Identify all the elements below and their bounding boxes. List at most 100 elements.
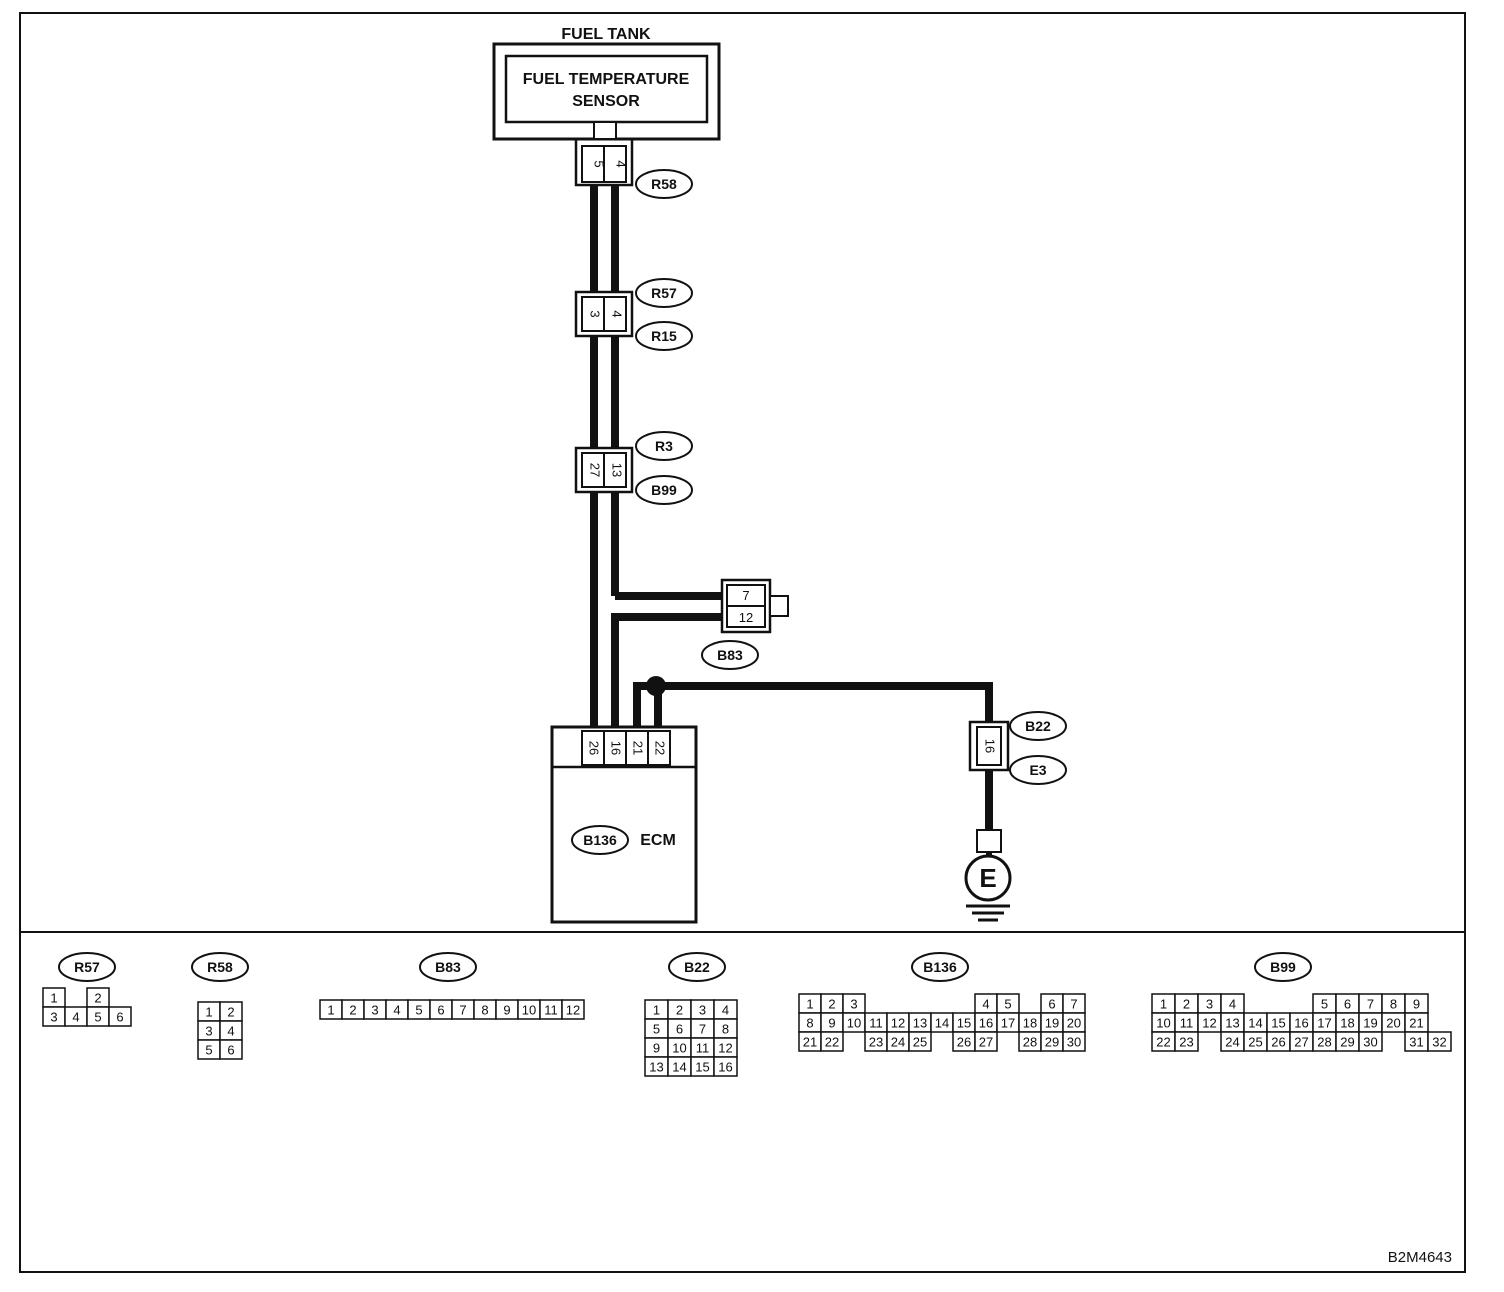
r3-pin-a: 27: [588, 463, 603, 477]
pin-number: 3: [699, 1003, 706, 1018]
pin-number: 26: [957, 1035, 971, 1050]
pin-number: 7: [1070, 997, 1077, 1012]
pin-number: 5: [205, 1043, 212, 1058]
pin-number: 11: [696, 1041, 710, 1056]
pin-number: 31: [1409, 1035, 1423, 1050]
pin-cell: [820, 1031, 844, 1052]
pin-number: 15: [1271, 1016, 1285, 1031]
pin-number: 21: [1409, 1016, 1423, 1031]
figure-id: B2M4643: [1388, 1249, 1452, 1266]
pin-number: 5: [415, 1003, 422, 1018]
pin-number: 7: [459, 1003, 466, 1018]
pin-cell: [561, 999, 585, 1020]
pin-number: 30: [1067, 1035, 1081, 1050]
b22-tag: B22: [1025, 718, 1051, 734]
ecm-connector-tag: B136: [583, 832, 617, 848]
pin-number: 4: [722, 1003, 729, 1018]
r58-pin-a: 5: [592, 160, 607, 167]
pin-number: 21: [803, 1035, 817, 1050]
connector-r3-b99: 27 13 R3 B99: [574, 431, 693, 505]
pin-number: 4: [982, 997, 989, 1012]
face-b99-label: B99: [1270, 959, 1296, 975]
pin-number: 3: [205, 1024, 212, 1039]
face-b136-label: B136: [923, 959, 957, 975]
pin-number: 23: [1179, 1035, 1193, 1050]
ecm: 26 16 21 22 B136 ECM: [550, 725, 698, 924]
pin-number: 2: [227, 1005, 234, 1020]
pin-number: 27: [979, 1035, 993, 1050]
wire-ground-branch: [633, 682, 993, 730]
pin-number: 28: [1023, 1035, 1037, 1050]
pin-cell: [1427, 1031, 1452, 1052]
pin-number: 1: [1160, 997, 1167, 1012]
pin-cell: [219, 1039, 243, 1060]
pin-number: 6: [227, 1043, 234, 1058]
pin-number: 8: [806, 1016, 813, 1031]
r15-tag: R15: [651, 328, 677, 344]
pin-number: 5: [1004, 997, 1011, 1012]
pin-number: 7: [1367, 997, 1374, 1012]
pin-cell: [713, 1056, 738, 1077]
pin-number: 15: [695, 1060, 709, 1075]
pin-number: 27: [1294, 1035, 1308, 1050]
pin-number: 8: [722, 1022, 729, 1037]
pin-number: 16: [1294, 1016, 1308, 1031]
face-r57-label: R57: [74, 959, 100, 975]
pin-number: 6: [116, 1010, 123, 1025]
pin-number: 5: [653, 1022, 660, 1037]
pin-number: 3: [850, 997, 857, 1012]
pin-number: 8: [481, 1003, 488, 1018]
r58-pin-b: 4: [614, 160, 629, 167]
pin-number: 11: [869, 1016, 883, 1031]
pin-number: 2: [828, 997, 835, 1012]
pin-number: 5: [94, 1010, 101, 1025]
sensor-label-line1: FUEL TEMPERATURE: [523, 71, 690, 88]
pin-number: 3: [1206, 997, 1213, 1012]
pin-cell: [108, 1006, 132, 1027]
pin-number: 30: [1363, 1035, 1377, 1050]
pin-number: 14: [935, 1016, 949, 1031]
pin-number: 9: [653, 1041, 660, 1056]
pin-number: 10: [1156, 1016, 1170, 1031]
b83-pin-a: 7: [742, 588, 749, 603]
pin-number: 25: [1248, 1035, 1262, 1050]
ground-icon: E: [964, 829, 1012, 922]
pin-number: 12: [1202, 1016, 1216, 1031]
pin-number: 26: [1271, 1035, 1285, 1050]
pin-number: 2: [676, 1003, 683, 1018]
pin-cell: [908, 1031, 932, 1052]
pin-number: 24: [891, 1035, 905, 1050]
r57-pin-b: 4: [610, 310, 625, 317]
pin-number: 6: [1048, 997, 1055, 1012]
splice-point: [646, 676, 666, 696]
pin-number: 15: [957, 1016, 971, 1031]
pin-number: 32: [1432, 1035, 1446, 1050]
pin-number: 1: [806, 997, 813, 1012]
b83-tag: B83: [717, 647, 743, 663]
pin-number: 22: [825, 1035, 839, 1050]
pin-number: 16: [979, 1016, 993, 1031]
pin-number: 3: [50, 1010, 57, 1025]
pin-number: 29: [1340, 1035, 1354, 1050]
pin-number: 14: [1248, 1016, 1262, 1031]
pin-number: 4: [72, 1010, 79, 1025]
pin-number: 6: [437, 1003, 444, 1018]
fuel-tank-label: FUEL TANK: [561, 26, 651, 43]
pin-number: 17: [1001, 1016, 1015, 1031]
face-b22-label: B22: [684, 959, 710, 975]
pin-number: 28: [1317, 1035, 1331, 1050]
pin-number: 1: [327, 1003, 334, 1018]
pin-number: 7: [699, 1022, 706, 1037]
connector-r57-r15: 3 4 R57 R15: [574, 278, 693, 351]
pin-number: 1: [50, 991, 57, 1006]
pin-number: 1: [205, 1005, 212, 1020]
pin-number: 9: [1413, 997, 1420, 1012]
r3-tag: R3: [655, 438, 673, 454]
pin-cell: [974, 1031, 998, 1052]
